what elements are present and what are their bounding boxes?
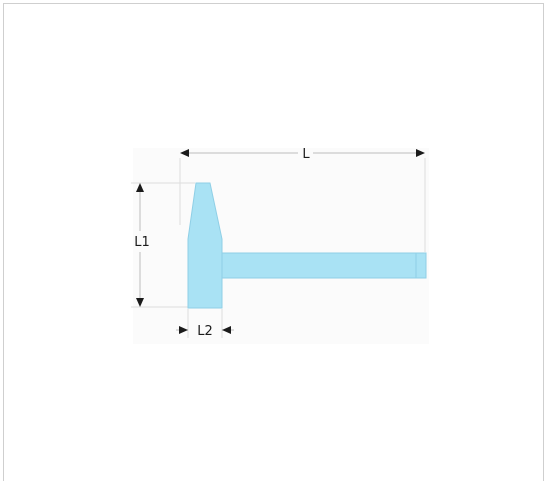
drawing-background [133,148,429,344]
arrowhead-l-left [180,149,189,157]
hammer-head [187,182,223,309]
arrowhead-l-right [416,149,425,157]
hammer-handle [219,252,427,279]
label-l: L [302,147,310,162]
arrowhead-l1-bottom [136,298,144,307]
label-l2: L2 [197,324,213,339]
label-l1: L1 [134,235,150,250]
arrowhead-l2-left [179,326,188,334]
arrowhead-l2-right [222,326,231,334]
arrowhead-l1-top [136,183,144,192]
